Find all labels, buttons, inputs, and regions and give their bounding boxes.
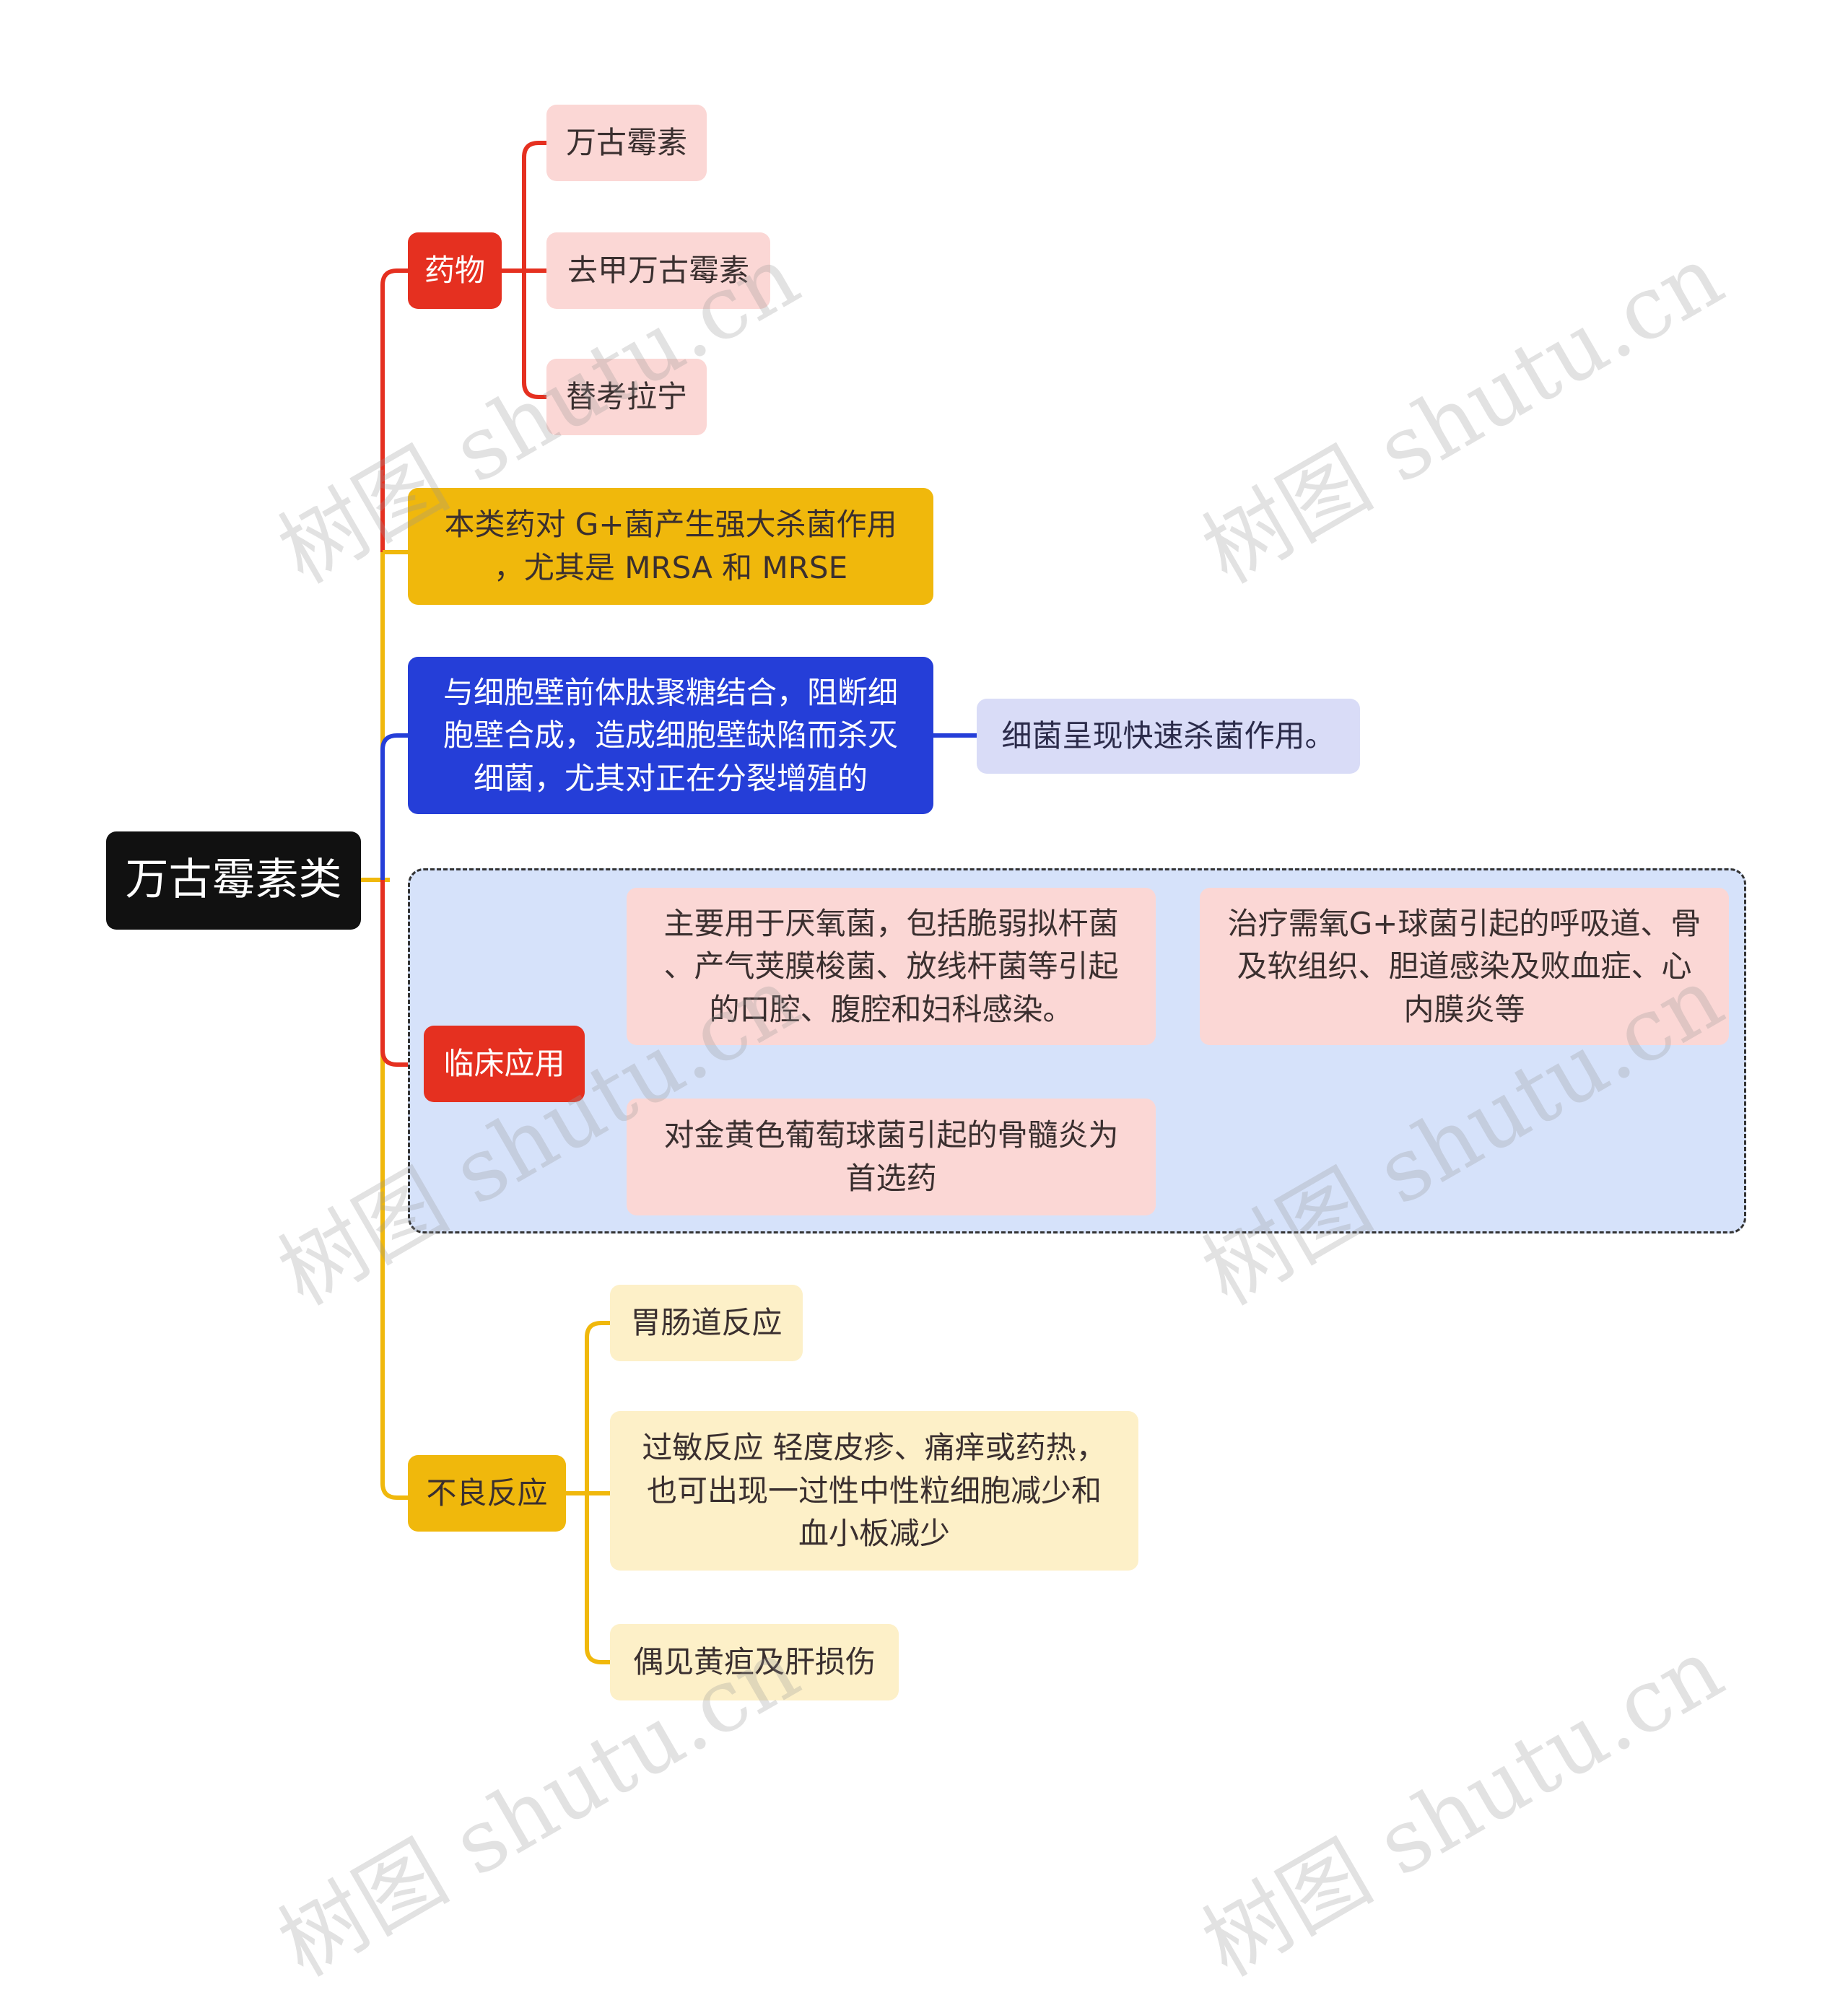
clinical-line: 对金黄色葡萄球菌引起的骨髓炎为 bbox=[663, 1117, 1119, 1153]
mind-map-canvas: 万古霉素类 药物 万古霉素 去甲万古霉素 替考拉宁 本类药对 G+菌产生强大杀菌… bbox=[106, 105, 1746, 1996]
mechanism-child-label: 细菌呈现快速杀菌作用。 bbox=[1001, 718, 1335, 754]
adverse-item-label: 胃肠道反应 bbox=[630, 1305, 783, 1341]
clinical-line: 治疗需氧G+球菌引起的呼吸道、骨 bbox=[1227, 905, 1701, 941]
adverse-item-liver[interactable]: 偶见黄疸及肝损伤 bbox=[610, 1624, 899, 1700]
clinical-item-aerobic-cocci[interactable]: 治疗需氧G+球菌引起的呼吸道、骨 及软组织、胆道感染及败血症、心 内膜炎等 bbox=[1200, 888, 1729, 1045]
drugs-label: 药物 bbox=[424, 253, 485, 289]
clinical-line: 主要用于厌氧菌，包括脆弱拟杆菌 bbox=[663, 905, 1119, 941]
clinical-line: 及软组织、胆道感染及败血症、心 bbox=[1237, 948, 1692, 984]
clinical-item-osteomyelitis[interactable]: 对金黄色葡萄球菌引起的骨髓炎为 首选药 bbox=[627, 1099, 1156, 1215]
drug-item-vancomycin[interactable]: 万古霉素 bbox=[546, 105, 707, 181]
clinical-line: 的口腔、腹腔和妇科感染。 bbox=[709, 991, 1073, 1027]
mechanism-child-node[interactable]: 细菌呈现快速杀菌作用。 bbox=[977, 699, 1360, 774]
adverse-item-label: 偶见黄疸及肝损伤 bbox=[632, 1644, 876, 1680]
clinical-node[interactable]: 临床应用 bbox=[424, 1026, 585, 1102]
adverse-line: 血小板减少 bbox=[798, 1516, 950, 1552]
clinical-line: 首选药 bbox=[845, 1161, 937, 1196]
adverse-item-gi[interactable]: 胃肠道反应 bbox=[610, 1285, 803, 1361]
adverse-node[interactable]: 不良反应 bbox=[408, 1455, 566, 1532]
adverse-label: 不良反应 bbox=[426, 1475, 548, 1511]
spectrum-node[interactable]: 本类药对 G+菌产生强大杀菌作用 ，尤其是 MRSA 和 MRSE bbox=[408, 488, 933, 605]
drug-item-label: 万古霉素 bbox=[565, 125, 687, 161]
clinical-item-anaerobes[interactable]: 主要用于厌氧菌，包括脆弱拟杆菌 、产气荚膜梭菌、放线杆菌等引起 的口腔、腹腔和妇… bbox=[627, 888, 1156, 1045]
mechanism-line: 与细胞壁前体肽聚糖结合，阻断细 bbox=[443, 674, 898, 710]
mechanism-node[interactable]: 与细胞壁前体肽聚糖结合，阻断细 胞壁合成，造成细胞壁缺陷而杀灭 细菌，尤其对正在… bbox=[408, 657, 933, 814]
drugs-node[interactable]: 药物 bbox=[408, 232, 502, 309]
clinical-label: 临床应用 bbox=[443, 1046, 565, 1082]
adverse-line: 过敏反应 轻度皮疹、痛痒或药热， bbox=[642, 1430, 1107, 1466]
adverse-line: 也可出现一过性中性粒细胞减少和 bbox=[646, 1472, 1102, 1508]
drug-item-label: 去甲万古霉素 bbox=[567, 253, 749, 289]
mechanism-line: 细菌，尤其对正在分裂增殖的 bbox=[473, 760, 868, 796]
drug-item-teicoplanin[interactable]: 替考拉宁 bbox=[546, 359, 707, 435]
drug-item-label: 替考拉宁 bbox=[565, 379, 687, 415]
root-label: 万古霉素类 bbox=[125, 855, 342, 906]
spectrum-line: ，尤其是 MRSA 和 MRSE bbox=[493, 550, 848, 585]
adverse-item-allergy[interactable]: 过敏反应 轻度皮疹、痛痒或药热， 也可出现一过性中性粒细胞减少和 血小板减少 bbox=[610, 1411, 1138, 1571]
mechanism-line: 胞壁合成，造成细胞壁缺陷而杀灭 bbox=[443, 717, 898, 754]
drug-item-norvancomycin[interactable]: 去甲万古霉素 bbox=[546, 232, 770, 309]
clinical-line: 、产气荚膜梭菌、放线杆菌等引起 bbox=[663, 948, 1119, 984]
spectrum-line: 本类药对 G+菌产生强大杀菌作用 bbox=[444, 507, 897, 543]
root-node[interactable]: 万古霉素类 bbox=[106, 831, 361, 930]
clinical-line: 内膜炎等 bbox=[1403, 991, 1525, 1027]
